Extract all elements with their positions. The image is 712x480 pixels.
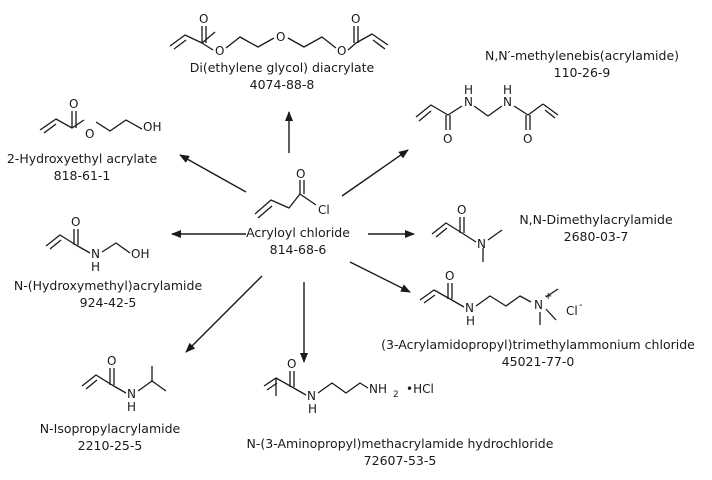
acryloyl-chloride-structure: O Cl (254, 167, 330, 219)
reaction-arrows (171, 111, 415, 363)
atom-n: N (127, 387, 136, 401)
atom-h: H (127, 400, 136, 414)
atom-h: H (91, 260, 100, 274)
nma-cas: 924-42-5 (80, 295, 137, 310)
atom-o: O (71, 215, 80, 229)
hcl-salt: •HCl (406, 382, 434, 396)
atom-h: H (464, 83, 473, 97)
arrow-to-nipam (185, 275, 263, 353)
nipam-name: N-Isopropylacrylamide (40, 421, 181, 436)
nma-name: N-(Hydroxymethyl)acrylamide (14, 278, 203, 293)
hea-name: 2-Hydroxyethyl acrylate (7, 151, 158, 166)
atom-nh2: NH (369, 382, 387, 396)
charge-minus: - (579, 300, 583, 311)
dma-structure: O N (431, 203, 503, 262)
center-name: Acryloyl chloride (246, 225, 350, 240)
atom-o: O (296, 167, 305, 181)
atom-o: O (69, 97, 78, 111)
atom-cl: Cl (318, 203, 330, 217)
atom-o: O (443, 132, 452, 146)
atom-h: H (466, 314, 475, 328)
atom-o: O (85, 127, 94, 141)
subscript-2: 2 (393, 390, 399, 400)
atom-o: O (287, 357, 296, 371)
atom-o: O (523, 132, 532, 146)
atom-oh: OH (143, 120, 161, 134)
mba-name: N,N′-methylenebis(acrylamide) (485, 48, 679, 63)
nipam-cas: 2210-25-5 (78, 438, 143, 453)
nipam-structure: O N H (81, 354, 167, 414)
dma-cas: 2680-03-7 (564, 229, 629, 244)
degda-structure: O O O O O (169, 12, 389, 58)
atom-n: N (91, 247, 100, 261)
nma-structure: O N H OH (45, 215, 149, 274)
center-cas: 814-68-6 (270, 242, 327, 257)
hea-cas: 818-61-1 (54, 168, 111, 183)
atom-h: H (308, 402, 317, 416)
apma-name: N-(3-Aminopropyl)methacrylamide hydrochl… (247, 436, 554, 451)
chloride-ion: Cl (566, 304, 578, 318)
arrow-to-aptac (349, 261, 411, 293)
atom-o: O (457, 203, 466, 217)
atom-n-plus: N (534, 298, 543, 312)
charge-plus: + (544, 291, 552, 302)
atom-n: N (477, 237, 486, 251)
atom-o: O (445, 269, 454, 283)
mba-cas: 110-26-9 (554, 65, 611, 80)
atom-o: O (215, 44, 224, 58)
degda-cas: 4074-88-8 (250, 77, 315, 92)
aptac-cas: 45021-77-0 (502, 354, 575, 369)
atom-o: O (351, 12, 360, 26)
apma-cas: 72607-53-5 (364, 453, 437, 468)
apma-structure: O N H NH 2 •HCl (263, 357, 434, 416)
arrow-to-mba (341, 149, 409, 197)
dma-name: N,N-Dimethylacrylamide (519, 212, 673, 227)
degda-name: Di(ethylene glycol) diacrylate (190, 60, 375, 75)
aptac-name: (3-Acrylamidopropyl)trimethylammonium ch… (381, 337, 695, 352)
atom-o: O (107, 354, 116, 368)
atom-h: H (503, 83, 512, 97)
atom-n: N (503, 95, 512, 109)
atom-n: N (465, 301, 474, 315)
hea-structure: O O OH (39, 97, 161, 141)
atom-oh: OH (131, 247, 149, 261)
aptac-structure: O N H N + Cl - (419, 269, 583, 328)
arrow-to-hea (179, 154, 247, 193)
atom-o: O (199, 12, 208, 26)
mba-structure: N,N′-methylenebis(acrylamide) 110-26-9 N… (415, 48, 679, 146)
atom-n: N (307, 389, 316, 403)
atom-n: N (464, 95, 473, 109)
atom-o: O (276, 30, 285, 44)
atom-o: O (337, 44, 346, 58)
